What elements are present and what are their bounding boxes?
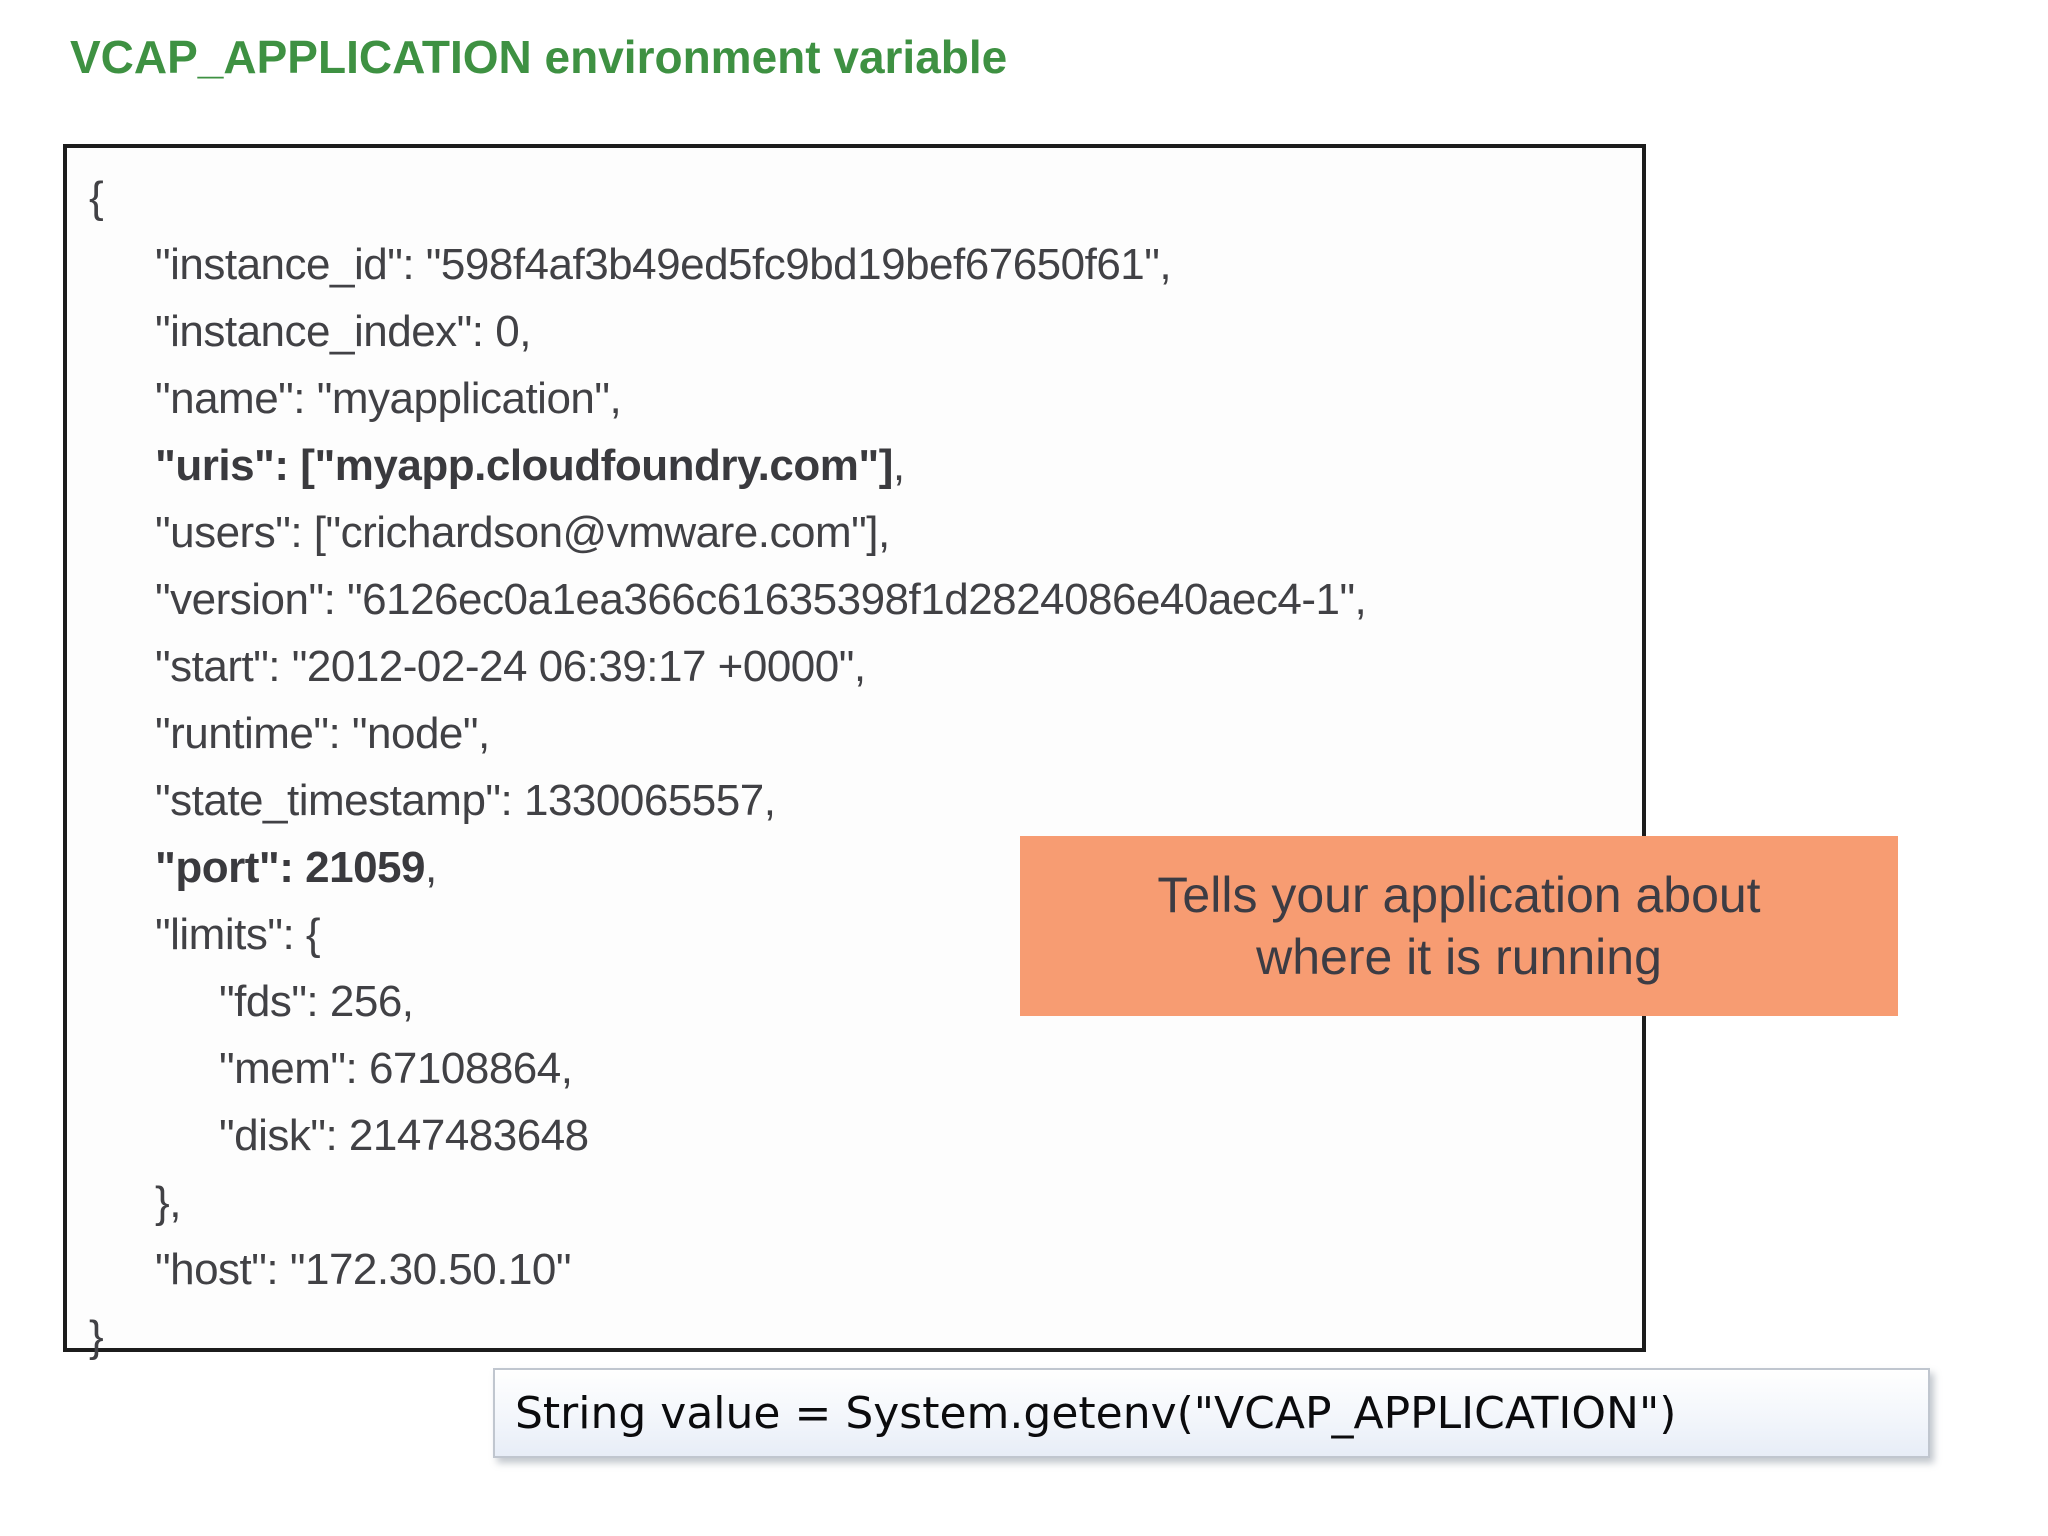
callout-line-1: Tells your application about [1157,867,1761,923]
json-line: "disk": 2147483648 [219,1111,589,1160]
json-line: "version": "6126ec0a1ea366c61635398f1d28… [155,575,1367,624]
json-line: "host": "172.30.50.10" [155,1245,572,1294]
json-line: "name": "myapplication", [155,374,622,423]
code-snippet-text: String value = System.getenv("VCAP_APPLI… [515,1387,1677,1439]
json-line: "instance_index": 0, [155,307,531,356]
json-line: { [89,173,104,222]
json-line: "instance_id": "598f4af3b49ed5fc9bd19bef… [155,240,1172,289]
json-line: }, [155,1178,181,1227]
json-line: "users": ["crichardson@vmware.com"], [155,508,890,557]
json-line: "port": 21059, [155,843,437,892]
json-line: "mem": 67108864, [219,1044,573,1093]
json-line: } [89,1312,104,1361]
callout-box: Tells your application about where it is… [1020,836,1898,1016]
json-line: "state_timestamp": 1330065557, [155,776,776,825]
page-title: VCAP_APPLICATION environment variable [70,31,1008,83]
json-line: "runtime": "node", [155,709,490,758]
vcap-json-box: { "instance_id": "598f4af3b49ed5fc9bd19be… [63,144,1646,1361]
json-line: "uris": ["myapp.cloudfoundry.com"], [155,441,905,490]
json-line: "start": "2012-02-24 06:39:17 +0000", [155,642,866,691]
json-line: "fds": 256, [219,977,414,1026]
code-snippet-box: String value = System.getenv("VCAP_APPLI… [493,1368,1930,1458]
json-content: { "instance_id": "598f4af3b49ed5fc9bd19be… [67,164,1642,1370]
json-line: "limits": { [155,910,321,959]
callout-line-2: where it is running [1256,929,1662,985]
